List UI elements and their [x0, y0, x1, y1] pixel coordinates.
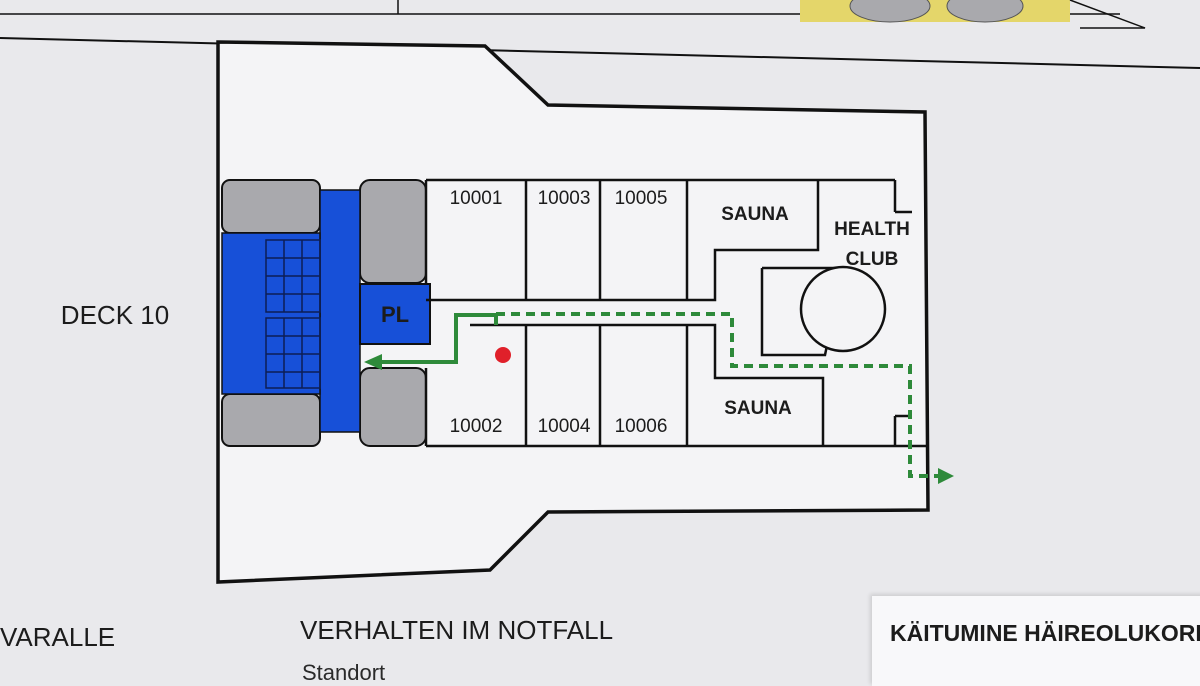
- heading-center: VERHALTEN IM NOTFALL: [300, 615, 614, 645]
- pl-label: PL: [381, 302, 409, 327]
- grey-area-right-bottom: [359, 367, 427, 447]
- cabin-10004: 10004: [538, 416, 591, 437]
- heading-left: VARALLE: [0, 622, 116, 652]
- cabin-10006: 10006: [615, 416, 668, 437]
- heading-center-sub: Standort: [302, 660, 386, 685]
- cabin-10001: 10001: [450, 188, 503, 209]
- grey-area-right-top: [359, 179, 427, 284]
- health-club-label-line1: HEALTH: [834, 219, 910, 240]
- escape-route-arrow-left-icon: [364, 354, 382, 370]
- you-are-here-dot-icon: [495, 347, 511, 363]
- stair-steps-icon: [265, 239, 321, 389]
- escape-route-dashed: [496, 312, 954, 484]
- sauna-top-label: SAUNA: [721, 204, 789, 225]
- deck-label: DECK 10: [61, 300, 169, 330]
- cabin-10002: 10002: [450, 416, 503, 437]
- estonian-card: KÄITUMINE HÄIREOLUKORRAS: [872, 596, 1200, 686]
- stair-block-blue: [221, 232, 321, 395]
- escape-route-solid: [364, 313, 498, 370]
- grey-area-left-bottom: [221, 393, 321, 447]
- escape-route-arrow-right-icon: [938, 468, 954, 484]
- cabin-10005: 10005: [615, 188, 668, 209]
- pl-box: [359, 283, 431, 345]
- health-club-pool: [799, 265, 887, 353]
- health-club-label-line2: CLUB: [846, 249, 899, 270]
- cabin-walls: [424, 178, 926, 448]
- stair-column-blue: [319, 189, 361, 433]
- heading-right: KÄITUMINE HÄIREOLUKORRAS: [890, 620, 1200, 646]
- sauna-bottom-label: SAUNA: [724, 398, 792, 419]
- upper-deck-fragment: [0, 0, 1200, 69]
- grey-area-left-top: [221, 179, 321, 234]
- cabin-10003: 10003: [538, 188, 591, 209]
